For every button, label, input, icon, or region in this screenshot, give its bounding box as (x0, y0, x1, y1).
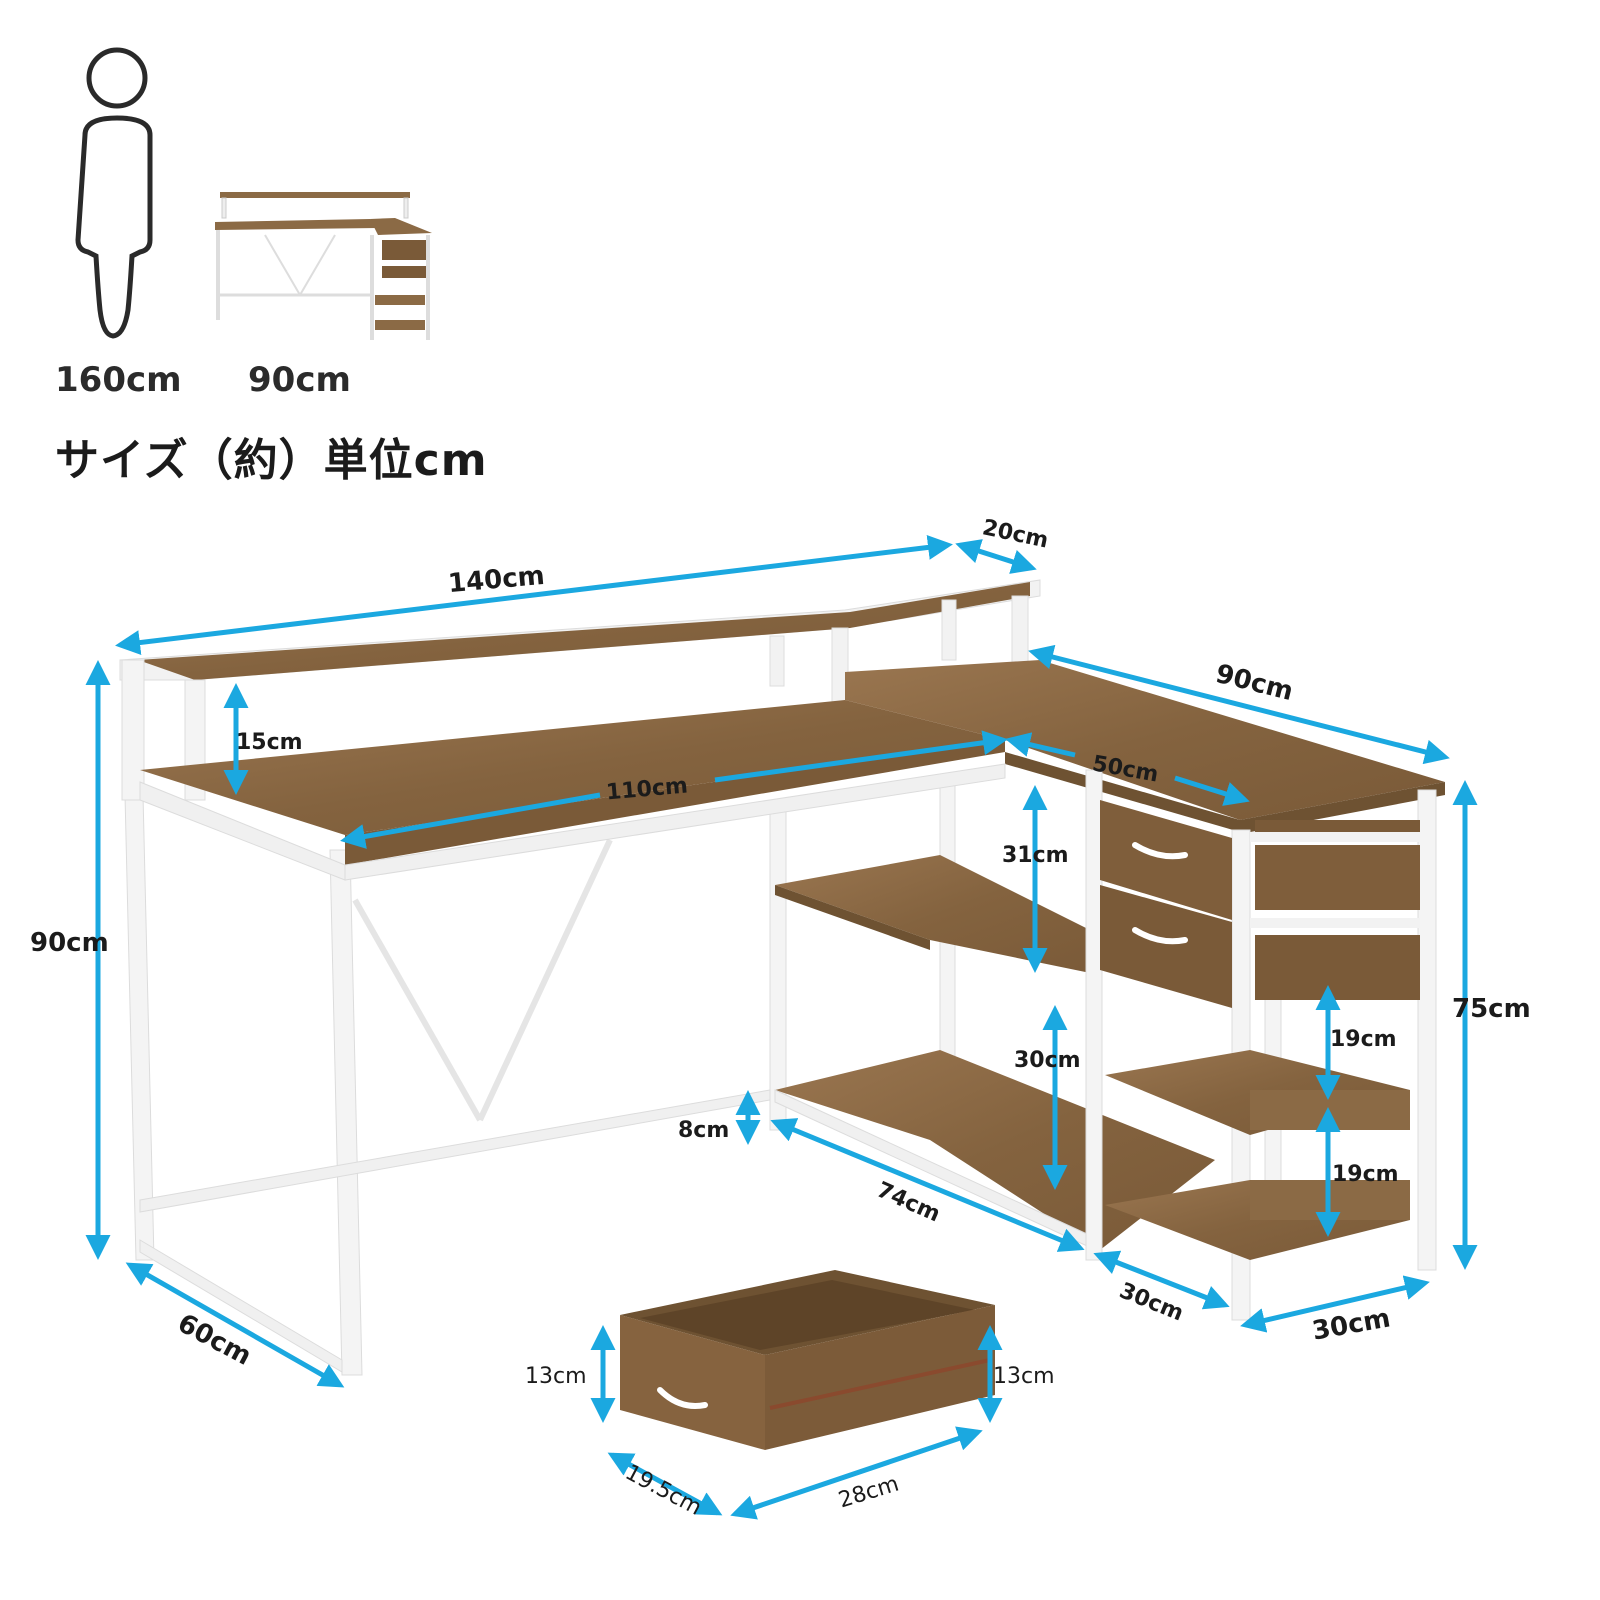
dim-floor-clearance: 8cm (678, 1118, 730, 1143)
person-silhouette-icon (75, 47, 153, 339)
desk-thumbnail-icon (215, 192, 432, 340)
l-desk-illustration (119, 579, 1445, 1376)
person-height-label: 160cm (55, 360, 182, 400)
dim-lower-shelf-gap: 30cm (1014, 1048, 1081, 1073)
dim-cabinet-height: 75cm (1452, 994, 1531, 1024)
dim-total-height: 90cm (30, 928, 109, 958)
desk-height-reference-label: 90cm (248, 360, 351, 400)
dim-upper-shelf-gap: 31cm (1002, 843, 1069, 868)
page-title: サイズ（約）単位cm (55, 435, 488, 486)
dim-monitor-shelf-clearance: 15cm (236, 730, 303, 755)
drawer-illustration (620, 1270, 995, 1450)
dim-cabinet-shelf-gap-1: 19cm (1330, 1027, 1397, 1052)
dim-cabinet-shelf-gap-2: 19cm (1332, 1162, 1399, 1187)
dim-drawer-height-right: 13cm (993, 1364, 1055, 1389)
dim-drawer-height-left: 13cm (525, 1364, 587, 1389)
dimension-arrows (85, 534, 1478, 1520)
